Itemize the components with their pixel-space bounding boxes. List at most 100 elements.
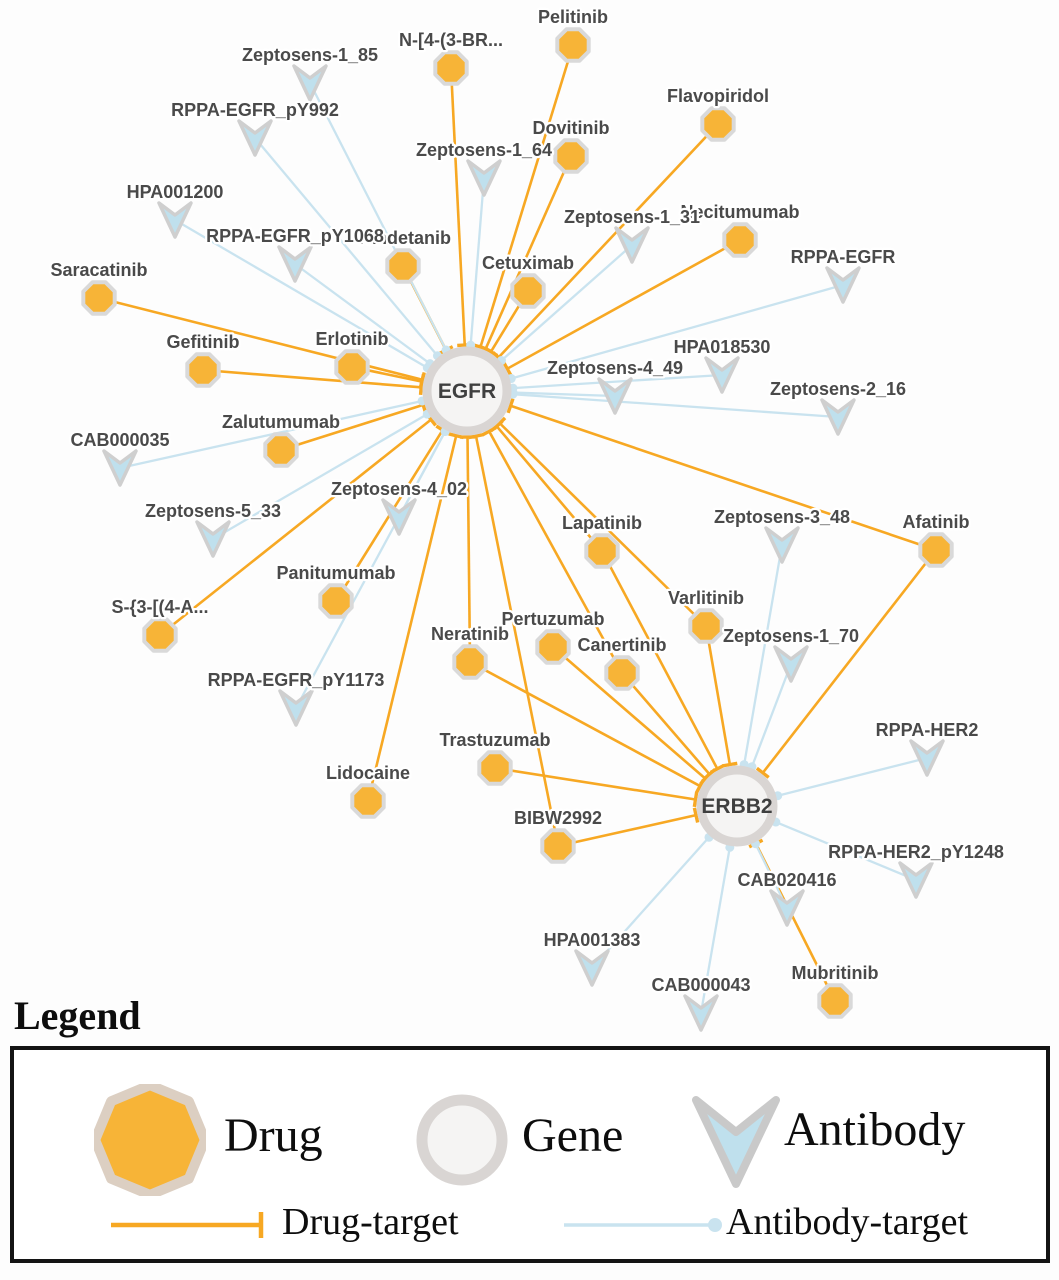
- drug-label-lapatinib: Lapatinib: [562, 513, 642, 533]
- drug-node-lapatinib[interactable]: [584, 533, 620, 569]
- drug-label-canertinib: Canertinib: [577, 635, 666, 655]
- legend-drug-target-label: Drug-target: [282, 1201, 459, 1243]
- antibody-node-zeptosens-1-64[interactable]: [466, 159, 502, 197]
- drug-label-lidocaine: Lidocaine: [326, 763, 410, 783]
- drug-node-zalutumumab[interactable]: [263, 432, 299, 468]
- gene-node-egfr[interactable]: EGFR: [422, 346, 512, 436]
- antibody-node-cab000043[interactable]: [683, 994, 719, 1032]
- drug-node-necitumumab[interactable]: [722, 222, 758, 258]
- drug-target-edge: [557, 807, 700, 848]
- antibody-node-icon: [692, 1096, 780, 1188]
- antibody-node-rppa-egfr[interactable]: [825, 266, 861, 304]
- drug-node-icon: [94, 1084, 206, 1196]
- drug-node-erlotinib[interactable]: [334, 349, 370, 385]
- edge-layer: [98, 44, 938, 1014]
- antibody-label-rppa-her2: RPPA-HER2: [876, 720, 979, 740]
- drug-node-saracatinib[interactable]: [81, 280, 117, 316]
- antibody-node-cab000035[interactable]: [102, 449, 138, 487]
- antibody-node-rppa-her2[interactable]: [909, 739, 945, 777]
- drug-node-canertinib[interactable]: [604, 655, 640, 691]
- drug-node-s-3-4-a[interactable]: [142, 617, 178, 653]
- node-layer: EGFR ERBB2: [81, 27, 954, 1032]
- antibody-node-rppa-egfr-py992[interactable]: [237, 119, 273, 157]
- antibody-label-zeptosens-3-48: Zeptosens-3_48: [714, 507, 850, 527]
- drug-label-gefitinib: Gefitinib: [167, 332, 240, 352]
- drug-label-flavopiridol: Flavopiridol: [667, 86, 769, 106]
- drug-target-edge: [552, 646, 712, 786]
- antibody-node-hpa001383[interactable]: [574, 949, 610, 987]
- antibody-node-hpa018530[interactable]: [704, 356, 740, 394]
- drug-node-lidocaine[interactable]: [350, 783, 386, 819]
- antibody-label-rppa-egfr: RPPA-EGFR: [791, 247, 896, 267]
- antibody-label-cab000035: CAB000035: [70, 430, 169, 450]
- antibody-label-zeptosens-1-70: Zeptosens-1_70: [723, 626, 859, 646]
- antibody-target-edge: [773, 756, 928, 801]
- drug-node-mubritinib[interactable]: [817, 983, 853, 1019]
- drug-node-n-4-3-br[interactable]: [433, 50, 469, 86]
- antibody-target-edge: [739, 544, 784, 770]
- drug-node-panitumumab[interactable]: [318, 583, 354, 619]
- antibody-node-rppa-egfr-py1173[interactable]: [278, 689, 314, 727]
- antibody-node-zeptosens-5-33[interactable]: [195, 520, 231, 558]
- drug-label-necitumumab: Necitumumab: [680, 202, 799, 222]
- antibody-node-zeptosens-1-85[interactable]: [292, 64, 328, 102]
- antibody-label-zeptosens-5-33: Zeptosens-5_33: [145, 501, 281, 521]
- antibody-label-rppa-egfr-py1173: RPPA-EGFR_pY1173: [208, 670, 385, 690]
- antibody-node-zeptosens-4-02[interactable]: [381, 498, 417, 536]
- antibody-node-zeptosens-1-70[interactable]: [773, 645, 809, 683]
- drug-node-vandetanib[interactable]: [385, 248, 421, 284]
- drug-label-saracatinib: Saracatinib: [50, 260, 147, 280]
- drug-label-cetuximab: Cetuximab: [482, 253, 574, 273]
- legend-antibody-target-label: Antibody-target: [726, 1201, 969, 1243]
- gene-label: ERBB2: [701, 795, 772, 818]
- drug-target-edge: [621, 672, 717, 781]
- drug-target-edge: [494, 766, 699, 808]
- drug-node-dovitinib[interactable]: [553, 138, 589, 174]
- antibody-label-rppa-egfr-py992: RPPA-EGFR_pY992: [171, 100, 339, 120]
- gene-label: EGFR: [438, 380, 496, 403]
- antibody-node-zeptosens-3-48[interactable]: [764, 526, 800, 564]
- antibody-label-zeptosens-1-64: Zeptosens-1_64: [416, 140, 552, 160]
- drug-node-pelitinib[interactable]: [555, 27, 591, 63]
- drug-node-pertuzumab[interactable]: [535, 629, 571, 665]
- drug-node-cetuximab[interactable]: [510, 273, 546, 309]
- antibody-label-cab000043: CAB000043: [651, 975, 750, 995]
- drug-node-varlitinib[interactable]: [688, 608, 724, 644]
- drug-node-afatinib[interactable]: [918, 532, 954, 568]
- drug-target-edge: [502, 238, 741, 377]
- drug-node-trastuzumab[interactable]: [477, 750, 513, 786]
- drug-label-neratinib: Neratinib: [431, 624, 509, 644]
- drug-target-edge: [481, 426, 624, 674]
- drug-node-flavopiridol[interactable]: [700, 106, 736, 142]
- antibody-node-hpa001200[interactable]: [157, 201, 193, 239]
- drug-label-trastuzumab: Trastuzumab: [439, 730, 550, 750]
- legend-antibody-label: Antibody: [784, 1103, 966, 1156]
- antibody-label-zeptosens-4-02: Zeptosens-4_02: [331, 479, 467, 499]
- antibody-node-cab020416[interactable]: [769, 889, 805, 927]
- drug-node-gefitinib[interactable]: [185, 352, 221, 388]
- drug-target-edge: [755, 549, 938, 779]
- antibody-node-zeptosens-4-49[interactable]: [597, 377, 633, 415]
- drug-label-vandetanib: Vandetanib: [355, 228, 451, 248]
- drug-label-varlitinib: Varlitinib: [668, 588, 744, 608]
- drug-label-pertuzumab: Pertuzumab: [501, 609, 604, 629]
- antibody-node-zeptosens-2-16[interactable]: [820, 398, 856, 436]
- antibody-label-hpa001383: HPA001383: [544, 930, 641, 950]
- antibody-node-rppa-egfr-py1068[interactable]: [277, 245, 313, 283]
- drug-node-neratinib[interactable]: [452, 644, 488, 680]
- gene-node-erbb2[interactable]: ERBB2: [696, 765, 778, 847]
- drug-label-bibw2992: BIBW2992: [514, 808, 602, 828]
- antibody-node-zeptosens-1-31[interactable]: [614, 226, 650, 264]
- drug-label-n-4-3-br: N-[4-(3-BR...: [399, 30, 503, 50]
- drug-target-edge: [449, 67, 473, 348]
- antibody-label-zeptosens-4-49: Zeptosens-4_49: [547, 358, 683, 378]
- legend-drug-label: Drug: [224, 1109, 323, 1162]
- gene-node-icon: [416, 1094, 508, 1186]
- drug-target-edge: [493, 416, 707, 627]
- drug-target-edge: [704, 625, 738, 768]
- drug-node-bibw2992[interactable]: [540, 828, 576, 864]
- drug-label-s-3-4-a: S-{3-[(4-A...: [111, 597, 208, 617]
- antibody-node-rppa-her2-py1248[interactable]: [898, 861, 934, 899]
